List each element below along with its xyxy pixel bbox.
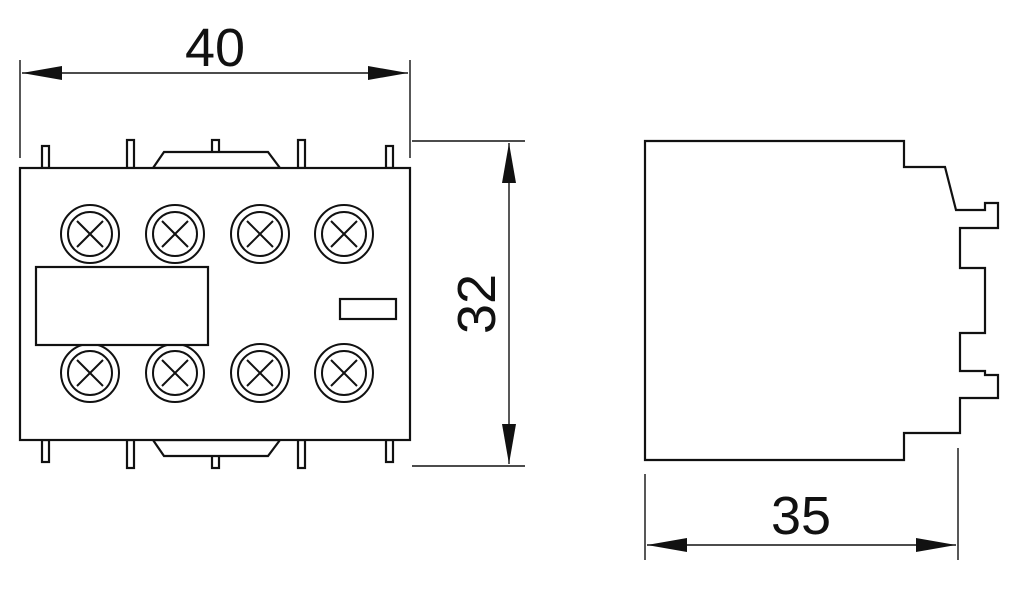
label-plate: [34, 265, 210, 347]
side-body: [643, 139, 1000, 462]
width-label: 40: [185, 18, 245, 78]
screw-terminal: [60, 343, 120, 403]
screw-terminal: [230, 343, 290, 403]
height-label: 32: [447, 274, 507, 334]
indicator-slot: [338, 297, 398, 321]
dimension-depth: 35: [644, 448, 959, 560]
dimension-height: 32: [412, 140, 525, 467]
top-latch: [150, 150, 283, 170]
screw-terminal: [60, 204, 120, 264]
bottom-screw-row: [60, 343, 374, 403]
side-view: [643, 139, 1000, 462]
depth-label: 35: [771, 486, 831, 546]
top-screw-row: [60, 204, 374, 264]
screw-terminal: [145, 204, 205, 264]
dimension-width: 40: [19, 18, 411, 158]
screw-terminal: [145, 343, 205, 403]
front-view: [18, 138, 412, 470]
screw-terminal: [314, 204, 374, 264]
bottom-latch: [150, 438, 283, 458]
screw-terminal: [230, 204, 290, 264]
screw-terminal: [314, 343, 374, 403]
